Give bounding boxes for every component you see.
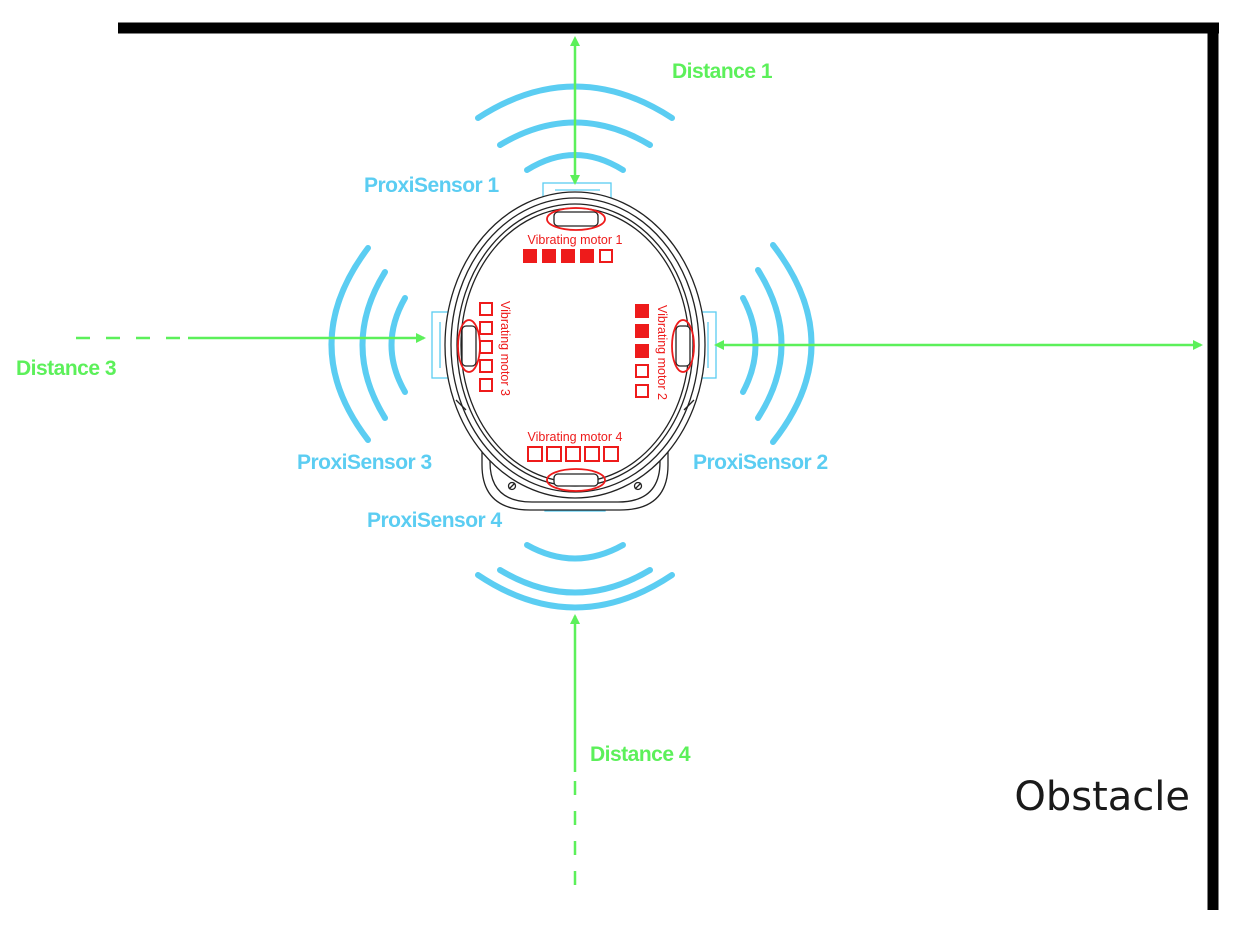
sensor-4-label: ProxiSensor 4 [367,509,503,532]
distance-3-label: Distance 3 [16,357,116,380]
motor-2-level-2-active [635,324,649,338]
motor-4-level-indicator [527,446,619,462]
motor-3-label: Vibrating motor 3 [498,301,512,396]
distance-4-label: Distance 4 [590,743,691,766]
motor-3-level-indicator [479,302,493,392]
motor-2-level-3-active [635,344,649,358]
motor-1-level-5-inactive [599,249,613,263]
motor-4-level-5-inactive [603,446,619,462]
motor-4-level-1-inactive [527,446,543,462]
motor-1-level-indicator [523,249,613,263]
sensor-3-label: ProxiSensor 3 [297,451,432,474]
motor-4-level-3-inactive [565,446,581,462]
motor-3-level-3-inactive [479,340,493,354]
sensor-2-waves [740,242,815,445]
motor-4-level-4-inactive [584,446,600,462]
obstacle-label: Obstacle [1014,774,1190,820]
motor-2-level-4-inactive [635,364,649,378]
device-body [431,182,717,512]
motor-1-level-1-active [523,249,537,263]
obstacle-wall [118,22,1219,910]
sensor-3-waves [328,245,408,443]
sensor-4-waves [475,542,675,611]
motor-2-label: Vibrating motor 2 [655,305,669,400]
sensor-2-label: ProxiSensor 2 [693,451,828,474]
motor-3-level-4-inactive [479,359,493,373]
motor-1-label: Vibrating motor 1 [528,233,623,247]
motor-2-level-5-inactive [635,384,649,398]
motor-2-level-1-active [635,304,649,318]
motor-2-level-indicator [635,304,649,398]
motor-4-label: Vibrating motor 4 [528,430,623,444]
motor-3-level-5-inactive [479,378,493,392]
sensor-1-label: ProxiSensor 1 [364,174,500,197]
motor-1-level-4-active [580,249,594,263]
motor-4-level-2-inactive [546,446,562,462]
motor-3-level-1-inactive [479,302,493,316]
motor-1-level-3-active [561,249,575,263]
motor-3-level-2-inactive [479,321,493,335]
distance-1-label: Distance 1 [672,60,773,83]
motor-1-level-2-active [542,249,556,263]
